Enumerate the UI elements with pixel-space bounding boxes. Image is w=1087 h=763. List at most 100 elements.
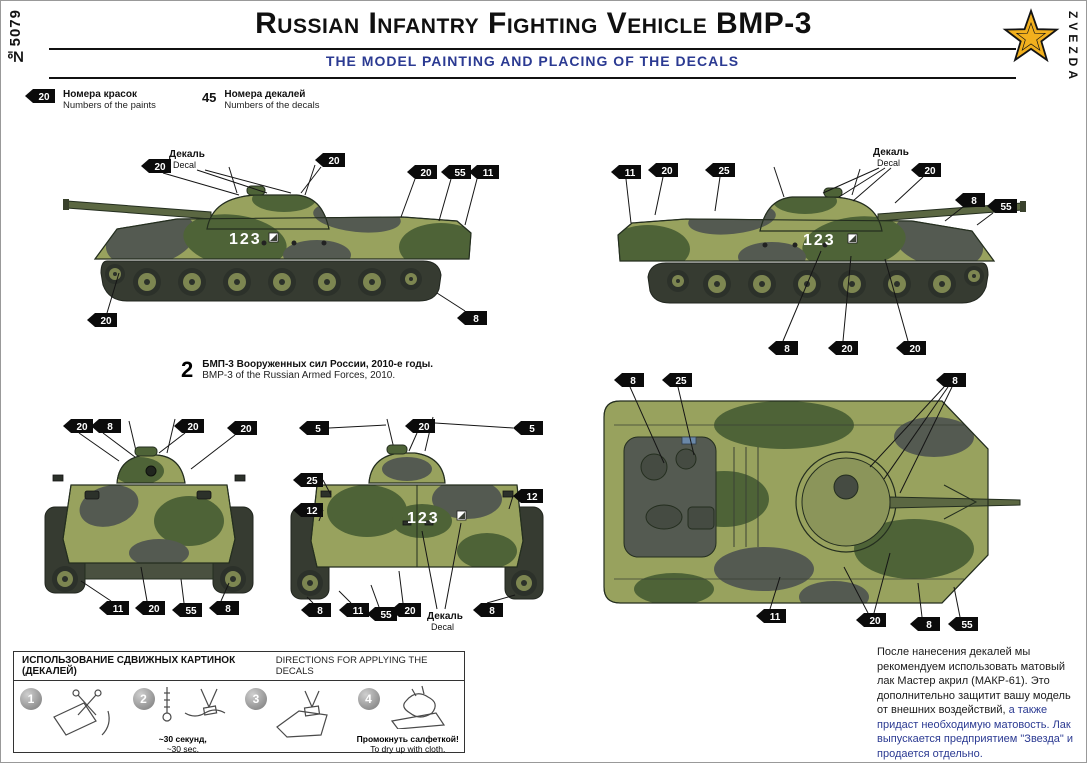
- svg-text:8: 8: [926, 620, 932, 631]
- hull-number: 123: [229, 231, 262, 248]
- instructions-title-en: DIRECTIONS FOR APPLYING THE DECALS: [275, 655, 428, 677]
- callout-flags: 5 20 5 25 12 12 8 11 55 20 8: [293, 419, 543, 621]
- rear-view: 123 Декаль Decal 5 20 5 25 12 12: [287, 411, 547, 651]
- right-wheel: [220, 566, 246, 592]
- svg-text:20: 20: [240, 424, 252, 435]
- decal-number-sample: 45: [201, 90, 217, 105]
- svg-text:20: 20: [187, 422, 199, 433]
- svg-text:11: 11: [353, 606, 364, 617]
- callout-flags: 11 20 25 20 8 55 8 20 20: [611, 163, 1017, 355]
- svg-text:25: 25: [306, 476, 318, 487]
- zvezda-logo: ZVEZDA: [1002, 5, 1080, 85]
- variant-caption: 2 БМП-3 Вооруженных сил России, 2010-е г…: [181, 357, 434, 382]
- variant-index: 2: [181, 357, 194, 382]
- cupola: [386, 444, 408, 455]
- decal-marker: [847, 233, 858, 244]
- svg-text:20: 20: [420, 168, 432, 179]
- decal-label-ru: Декаль: [169, 149, 205, 160]
- top-view: 8 25 8 11 20 8 55: [584, 367, 1024, 642]
- decal-label-ru: Декаль: [873, 147, 909, 158]
- svg-text:55: 55: [454, 168, 466, 179]
- svg-text:5: 5: [529, 424, 535, 435]
- brand-name: ZVEZDA: [1066, 11, 1080, 83]
- svg-text:11: 11: [625, 168, 636, 179]
- svg-text:8: 8: [473, 314, 479, 325]
- callout-flags: 8 25 8 11 20 8 55: [614, 373, 978, 631]
- svg-text:55: 55: [380, 610, 392, 621]
- svg-text:8: 8: [971, 196, 977, 207]
- decal-marker: [268, 232, 279, 243]
- step-2-number: 2: [132, 688, 155, 710]
- decal-marker: [456, 510, 467, 521]
- header-rule-bottom: [49, 77, 1016, 79]
- svg-text:20: 20: [869, 616, 881, 627]
- zvezda-star-icon: [1002, 8, 1060, 63]
- variant-caption-ru: БМП-3 Вооруженных сил России, 2010-е год…: [202, 359, 434, 370]
- svg-text:55: 55: [185, 606, 197, 617]
- svg-text:20: 20: [148, 604, 160, 615]
- svg-text:11: 11: [770, 612, 781, 623]
- step-2-illustration: [161, 687, 225, 722]
- svg-text:11: 11: [483, 168, 494, 179]
- svg-text:20: 20: [328, 156, 340, 167]
- svg-text:20: 20: [38, 92, 50, 103]
- svg-text:55: 55: [1000, 202, 1012, 213]
- step-2-note-en: ~30 sec.: [166, 744, 199, 755]
- svg-text:8: 8: [630, 376, 636, 387]
- decals-label-en: Numbers of the decals: [224, 100, 320, 111]
- svg-text:12: 12: [526, 492, 538, 503]
- svg-text:20: 20: [154, 162, 166, 173]
- gun-barrel: [889, 496, 1021, 509]
- svg-text:11: 11: [113, 604, 124, 615]
- legend: 20 Номера красок Numbers of the paints 4…: [25, 89, 319, 111]
- svg-text:12: 12: [306, 506, 318, 517]
- legend-decals: 45 Номера декалей Numbers of the decals: [202, 89, 320, 111]
- gun-muzzle: [145, 465, 157, 477]
- header-rule-top: [49, 48, 1016, 50]
- svg-text:8: 8: [107, 422, 113, 433]
- step-2-note-ru: ~30 секунд,: [158, 734, 207, 745]
- callout-flags: 20 8 20 20 11 20 55 8: [63, 419, 257, 617]
- svg-text:8: 8: [489, 606, 495, 617]
- cupola: [134, 446, 158, 457]
- svg-text:20: 20: [76, 422, 88, 433]
- svg-text:20: 20: [924, 166, 936, 177]
- step-4-number: 4: [357, 688, 380, 710]
- svg-text:8: 8: [784, 344, 790, 355]
- right-side-view: 123 Декаль Decal 11 20 25 20 8 55: [593, 141, 1033, 371]
- camouflage: [327, 457, 517, 567]
- hatches: [640, 448, 715, 530]
- callout-flags: 20 20 20 55 11 20 8: [87, 153, 499, 327]
- paint-flag-icon: 20: [25, 89, 55, 103]
- hull-number: 123: [407, 510, 440, 527]
- decal-label-ru: Декаль: [427, 611, 463, 622]
- paints-label-en: Numbers of the paints: [63, 100, 156, 111]
- varnish-note-blue: а также придаст необходимую матовость. Л…: [877, 704, 1073, 760]
- svg-text:25: 25: [718, 166, 730, 177]
- camouflage: [79, 457, 224, 563]
- step-4: 4 Промокнуть салфеткой! To dry up with c…: [352, 681, 465, 757]
- decals-label-ru: Номера декалей: [224, 89, 306, 100]
- instructions-title-ru: ИСПОЛЬЗОВАНИЕ СДВИЖНЫХ КАРТИНОК (ДЕКАЛЕЙ…: [22, 655, 236, 677]
- svg-text:20: 20: [404, 606, 416, 617]
- svg-text:20: 20: [841, 344, 853, 355]
- lower-hull: [84, 560, 214, 580]
- page-subtitle: THE MODEL PAINTING AND PLACING OF THE DE…: [325, 53, 740, 69]
- decal-label-en: Decal: [877, 158, 900, 168]
- svg-text:25: 25: [675, 376, 687, 387]
- turret-hatch: [833, 474, 859, 500]
- svg-text:20: 20: [909, 344, 921, 355]
- turret-top: [801, 457, 891, 547]
- svg-text:8: 8: [952, 376, 958, 387]
- step-1-number: 1: [20, 688, 42, 710]
- page-title: Russian Infantry Fighting Vehicle BMP-3: [255, 7, 812, 40]
- svg-text:20: 20: [661, 166, 673, 177]
- hull-number: 123: [803, 232, 836, 249]
- svg-text:20: 20: [100, 316, 112, 327]
- paints-label-ru: Номера красок: [63, 89, 137, 100]
- svg-text:8: 8: [317, 606, 323, 617]
- left-side-view: 123 Декаль Decal 20 20 20 55 11 20: [59, 141, 499, 361]
- svg-text:5: 5: [315, 424, 321, 435]
- rear-deck: [623, 436, 717, 558]
